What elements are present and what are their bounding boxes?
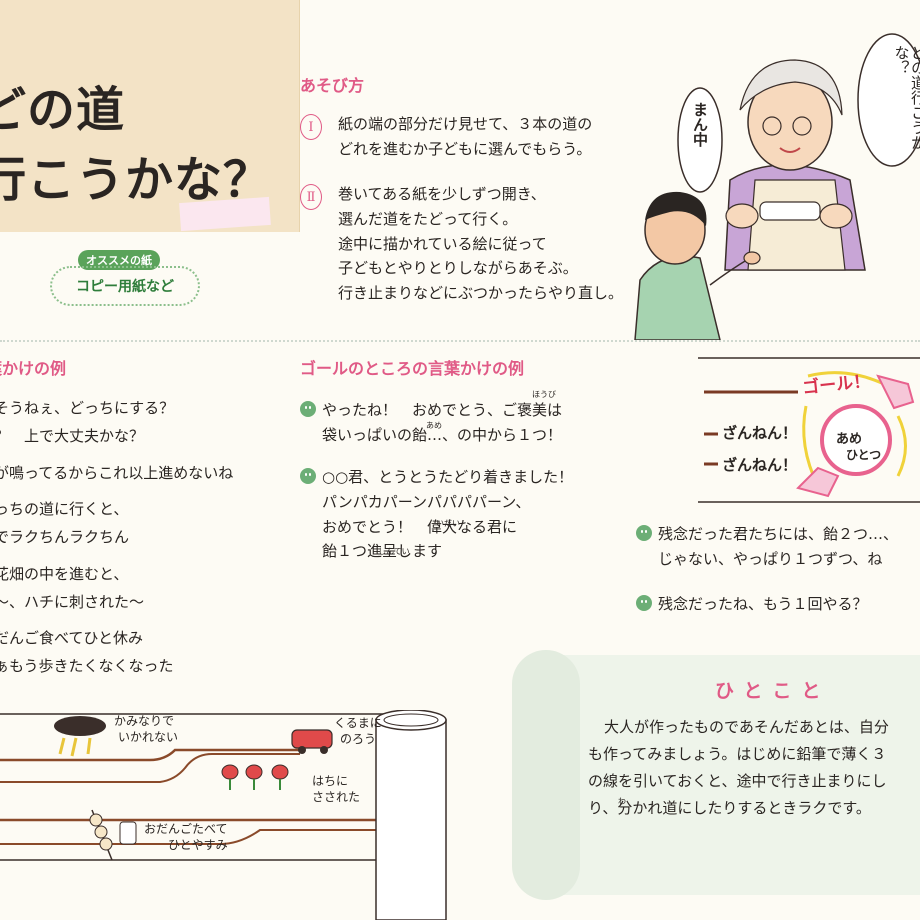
step-line: 紙の端の部分だけ見せて、３本の道の [338, 115, 593, 133]
dango-label: おだんごたべて ひとやすみ [144, 822, 228, 853]
step-1-text: 紙の端の部分だけ見せて、３本の道の どれを進むか子どもに選んでもらう。 [338, 112, 592, 162]
sorry-phrase-2: 残念だったね、もう１回やる？ [636, 592, 868, 617]
child-speech-text: まん中 [691, 102, 709, 147]
zannen-label-2: ざんねん！ [722, 456, 798, 474]
goal-phrase-line: おめでとう！ 偉大なる君に [322, 517, 518, 536]
goal-phrase-line: ○○君、とうとうたどり着きました！ [322, 468, 574, 486]
car-label: くるまに のろう [334, 716, 382, 747]
goal-phrase-line: やったね！ おめでとう、ご褒美は [322, 401, 563, 419]
road-paper-illustration [0, 710, 447, 920]
hitokoto-line: 大人が作ったものであそんだあとは、自分 [604, 718, 889, 736]
candy-label-2: ひとつ [846, 448, 882, 462]
page-title-line2: 行こうかな？ [0, 152, 273, 208]
grandma-child-illustration [634, 33, 920, 340]
step-2-number: Ⅱ [300, 184, 322, 210]
step-2-text: 巻いてある紙を少しずつ開き、 選んだ道をたどって行く。 途中に描かれている絵に従… [338, 182, 623, 306]
step-line: 巻いてある紙を少しずつ開き、 [338, 185, 546, 203]
recommended-paper-value: コピー用紙など [50, 266, 200, 306]
thunder-label: かみなりで いかれない [114, 714, 178, 745]
step-1-number: Ⅰ [300, 114, 322, 140]
smile-bullet-icon [636, 525, 652, 541]
road-label-line: おだんごたべて [144, 822, 228, 836]
ruby-shintei: しんてい [378, 547, 410, 556]
title-paper-background [0, 0, 300, 232]
step-line: 子どもとやりとりしながらあそぶ。 [338, 259, 578, 278]
phrase-item: ？ 上で大丈夫かな？ [0, 426, 145, 445]
phrase-examples-heading: 言葉かけの例 [0, 359, 67, 378]
phrase-examples-list: そうねぇ、どっちにする？ ？ 上で大丈夫かな？ が鳴ってるからこれ以上進めないね… [0, 396, 233, 679]
phrase-item: 〜、ハチに刺された〜 [0, 592, 145, 611]
goal-phrase-2: ○○君、とうとうたどり着きました！ パンパカパーンパパパパーン、 おめでとう！ … [300, 465, 573, 564]
phrase-item: そうねぇ、どっちにする？ [0, 399, 175, 417]
grandma-speech-text: どの道行こうかな？ [892, 45, 920, 150]
sorry-phrase-1: 残念だった君たちには、飴２つ…、 じゃない、やっぱり１つずつ、ね [636, 522, 898, 572]
road-label-line: のろう [340, 731, 377, 746]
sorry-phrase-line: 残念だったね、もう１回やる？ [658, 595, 868, 613]
hitokoto-line: も作ってみましょう。はじめに鉛筆で薄く３ [588, 745, 887, 763]
ruby-houbi: ほうび [532, 390, 556, 399]
phrase-item: でラクちんラクちん [0, 528, 130, 546]
zannen-label-1: ざんねん！ [722, 424, 798, 442]
road-label-line: かみなりで [114, 714, 175, 728]
ruby-ame: あめ [426, 421, 442, 430]
scroll-roll-decoration [512, 650, 580, 900]
goal-illustration [698, 357, 920, 503]
step-line: 選んだ道をたどって行く。 [338, 209, 518, 228]
hitokoto-title: ひとこと [715, 680, 831, 702]
hitokoto-scroll [520, 655, 920, 895]
ruby-idai: いだい [436, 519, 460, 528]
hitokoto-line: り、分かれ道にしたりするときラクです。 [588, 799, 871, 817]
road-label-line: くるまに [334, 716, 382, 730]
goal-phrase-line: 飴１つ進呈します [322, 542, 443, 561]
hitokoto-line: の線を引いておくと、途中で行き止まりにし [588, 772, 887, 790]
phrase-item: 花畑の中を進むと、 [0, 564, 129, 583]
step-line: 途中に描かれている絵に従って [338, 234, 547, 253]
step-line: 行き止まりなどにぶつかったらやり直し。 [338, 284, 624, 302]
goal-phrase-line: 袋いっぱいの飴…、の中から１つ！ [322, 425, 563, 444]
goal-phrases-heading: ゴールのところの言葉かけの例 [300, 359, 525, 378]
phrase-item: だんご食べてひと休み [0, 629, 143, 648]
candy-label-1: あめ [836, 432, 863, 447]
smile-bullet-icon [300, 468, 316, 484]
sorry-phrase-line: 残念だった君たちには、飴２つ…、 [658, 525, 899, 543]
section-divider [0, 340, 920, 342]
goal-phrase-line: パンパカパーンパパパパーン、 [322, 492, 531, 511]
road-label-line: はちに [312, 774, 349, 788]
road-label-line: ひとやすみ [168, 837, 228, 852]
recommended-paper-tag: オススメの紙 [78, 250, 160, 270]
smile-bullet-icon [636, 595, 652, 611]
step-line: どれを進むか子どもに選んでもらう。 [338, 139, 592, 158]
smile-bullet-icon [300, 401, 316, 417]
road-label-line: いかれない [118, 729, 179, 744]
phrase-item: が鳴ってるからこれ以上進めないね [0, 463, 234, 482]
phrase-item: っちの道に行くと、 [0, 500, 129, 519]
how-to-play-heading: あそび方 [300, 76, 365, 95]
bee-label: はちに さされた [312, 774, 360, 805]
sorry-phrase-line: じゃない、やっぱり１つずつ、ね [658, 549, 883, 568]
page-title-line1: どの道 [0, 82, 126, 138]
phrase-item: ぁもう歩きたくなくなった [0, 657, 174, 675]
ruby-wa: わ [618, 797, 626, 806]
road-label-line: さされた [312, 789, 361, 804]
goal-phrase-1: やったね！ おめでとう、ご褒美は 袋いっぱいの飴…、の中から１つ！ [300, 398, 562, 448]
hitokoto-body: 大人が作ったものであそんだあとは、自分 も作ってみましょう。はじめに鉛筆で薄く３… [588, 714, 889, 822]
recommended-paper-label: オススメの紙 コピー用紙など [50, 250, 200, 310]
